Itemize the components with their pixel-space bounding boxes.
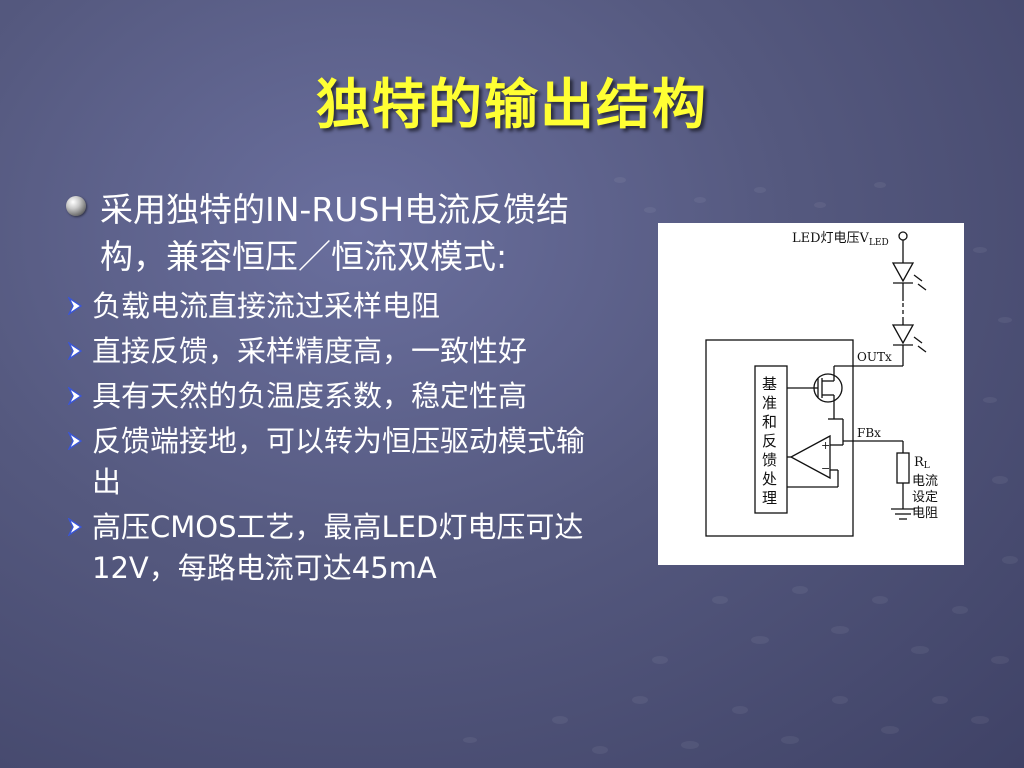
opamp-minus-label: − — [821, 462, 830, 475]
outx-label: OUTx — [857, 350, 892, 364]
sub-bullet-text: 反馈端接地，可以转为恒压驱动模式输出 — [92, 424, 586, 499]
vled-terminal-icon — [898, 231, 908, 241]
ground-icon — [891, 508, 915, 520]
block-char: 和 — [762, 413, 777, 431]
sub-bullet-item: 负载电流直接流过采样电阻 — [66, 286, 626, 327]
led-icon — [891, 324, 927, 353]
opamp-plus-label: + — [821, 439, 830, 452]
mosfet-icon — [787, 373, 843, 405]
block-char: 处 — [762, 470, 777, 488]
sub-bullet-item: 具有天然的负温度系数，稳定性高 — [66, 376, 626, 417]
resistor-caption-line: 设定 — [912, 490, 938, 505]
block-char: 反 — [762, 432, 777, 450]
sub-bullet-item: 直接反馈，采样精度高，一致性好 — [66, 331, 626, 372]
sub-bullet-item: 高压CMOS工艺，最高LED灯电压可达12V，每路电流可达45mA — [66, 507, 626, 589]
rl-label: RL — [914, 455, 930, 471]
sub-bullet-item: 反馈端接地，可以转为恒压驱动模式输出 — [66, 421, 626, 503]
main-bullet-text: 采用独特的IN-RUSH电流反馈结构，兼容恒压／恒流双模式: — [100, 190, 570, 276]
sub-bullet-text: 高压CMOS工艺，最高LED灯电压可达12V，每路电流可达45mA — [92, 510, 584, 585]
sub-bullet-text: 直接反馈，采样精度高，一致性好 — [92, 334, 528, 368]
resistor-caption: 电流 设定 电阻 — [912, 474, 938, 521]
arrowhead-bullet-icon — [68, 342, 82, 360]
sub-bullet-text: 具有天然的负温度系数，稳定性高 — [92, 379, 528, 413]
block-char: 基 — [762, 375, 777, 393]
block-char: 准 — [762, 394, 777, 412]
sphere-bullet-icon — [66, 196, 86, 216]
main-bullet: 采用独特的IN-RUSH电流反馈结构，兼容恒压／恒流双模式: — [66, 186, 626, 280]
resistor-caption-line: 电流 — [912, 474, 938, 489]
arrowhead-bullet-icon — [68, 387, 82, 405]
reference-block-text: 基 准 和 反 馈 处 理 — [762, 375, 777, 507]
resistor-icon — [896, 452, 910, 484]
arrowhead-bullet-icon — [68, 518, 82, 536]
reference-feedback-block — [754, 365, 788, 514]
bullet-content: 采用独特的IN-RUSH电流反馈结构，兼容恒压／恒流双模式: 负载电流直接流过采… — [66, 186, 626, 589]
fbx-label: FBx — [857, 426, 881, 440]
led-icon — [891, 262, 927, 291]
opamp-icon — [789, 434, 831, 480]
sub-bullet-text: 负载电流直接流过采样电阻 — [92, 289, 441, 323]
sub-bullet-list: 负载电流直接流过采样电阻 直接反馈，采样精度高，一致性好 具有天然的负温度系数，… — [66, 286, 626, 589]
resistor-caption-line: 电阻 — [912, 506, 938, 521]
arrowhead-bullet-icon — [68, 432, 82, 450]
block-char: 理 — [762, 489, 777, 507]
chip-outline — [705, 339, 854, 537]
vled-label: LED灯电压VLED — [792, 231, 889, 248]
block-char: 馈 — [762, 451, 777, 469]
circuit-diagram: LED灯电压VLED OUTx FBx + − 基 准 和 反 馈 处 理 RL… — [658, 223, 964, 565]
slide-title: 独特的输出结构 — [316, 73, 708, 136]
arrowhead-bullet-icon — [68, 297, 82, 315]
